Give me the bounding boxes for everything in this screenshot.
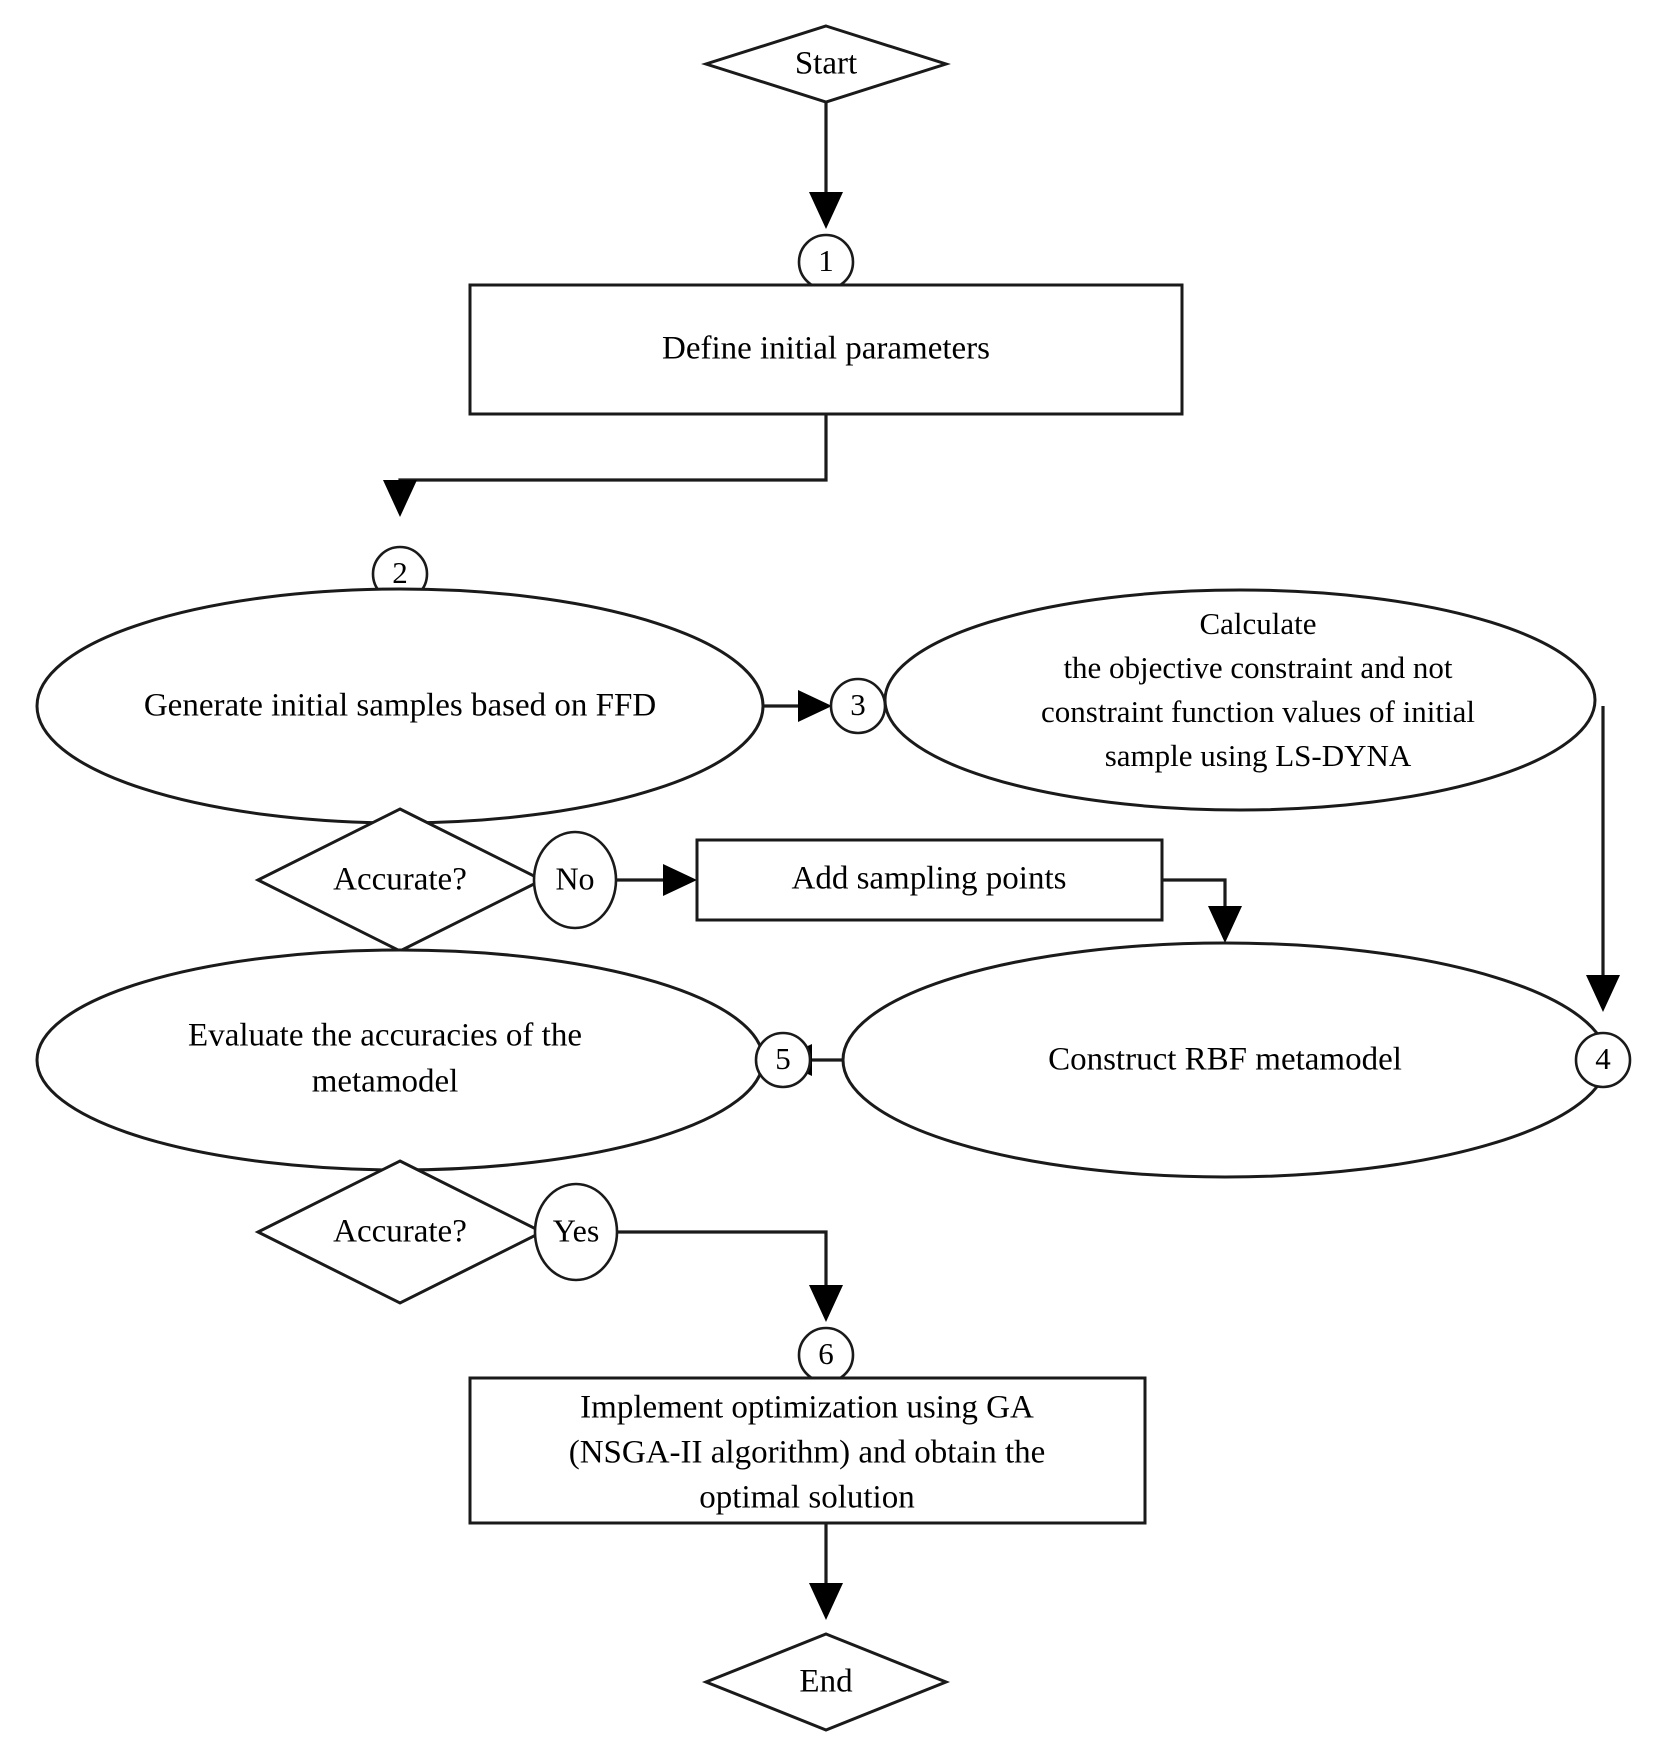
node-define-initial-parameters[interactable]: Define initial parameters xyxy=(468,283,1184,416)
connector-tag-6-label: 6 xyxy=(818,1336,834,1371)
node-evaluate-line-1: Evaluate the accuracies of the xyxy=(188,1018,582,1054)
edge-label-yes: Yes xyxy=(533,1182,619,1282)
node-calculate-line-3: constraint function values of initial xyxy=(1041,694,1475,729)
connector-tag-6: 6 xyxy=(797,1326,855,1384)
connector-tag-5-label: 5 xyxy=(775,1041,791,1076)
node-end-label: End xyxy=(799,1664,853,1700)
connector-define-to-generate xyxy=(383,414,828,517)
node-calculate-line-4: sample using LS-DYNA xyxy=(1105,738,1412,773)
node-start[interactable]: Start xyxy=(701,24,951,104)
node-accurate-decision-1[interactable]: Accurate? xyxy=(254,807,546,953)
node-evaluate-accuracies[interactable]: Evaluate the accuracies of the metamodel xyxy=(35,948,765,1172)
node-add-sampling-points[interactable]: Add sampling points xyxy=(695,838,1164,922)
node-generate-initial-samples[interactable]: Generate initial samples based on FFD xyxy=(35,587,765,825)
node-define-initial-parameters-label: Define initial parameters xyxy=(662,331,990,367)
node-implement-line-1: Implement optimization using GA xyxy=(580,1390,1034,1426)
connector-no-to-addpoints xyxy=(610,864,697,896)
node-calculate-line-1: Calculate xyxy=(1199,606,1316,641)
edge-label-yes-text: Yes xyxy=(553,1212,600,1248)
connector-tag-1: 1 xyxy=(797,233,855,291)
node-construct-rbf-metamodel[interactable]: Construct RBF metamodel xyxy=(841,941,1609,1179)
node-calculate-objective[interactable]: Calculate the objective constraint and n… xyxy=(883,588,1597,812)
connector-tag-4-label: 4 xyxy=(1595,1041,1611,1076)
node-generate-initial-samples-label: Generate initial samples based on FFD xyxy=(144,688,656,724)
edge-label-no-text: No xyxy=(555,860,594,896)
node-implement-line-3: optimal solution xyxy=(699,1480,914,1516)
connector-addpoints-to-construct xyxy=(1162,878,1242,943)
edge-label-no: No xyxy=(532,830,618,930)
node-end[interactable]: End xyxy=(701,1632,951,1732)
node-accurate-decision-2[interactable]: Accurate? xyxy=(254,1159,546,1305)
node-add-sampling-points-label: Add sampling points xyxy=(791,861,1066,897)
connector-tag-2: 2 xyxy=(371,545,429,603)
connector-tag-4: 4 xyxy=(1574,1031,1632,1089)
connector-implement-to-end xyxy=(809,1523,843,1620)
connector-tag-3: 3 xyxy=(829,677,887,735)
node-implement-optimization[interactable]: Implement optimization using GA (NSGA-II… xyxy=(468,1376,1147,1525)
node-calculate-line-2: the objective constraint and not xyxy=(1063,650,1452,685)
connector-start-to-define xyxy=(809,102,843,229)
connector-yes-to-implement xyxy=(617,1230,843,1322)
connector-tag-1-label: 1 xyxy=(818,243,834,278)
node-evaluate-line-2: metamodel xyxy=(312,1064,459,1100)
connector-tag-5: 5 xyxy=(754,1031,812,1089)
node-accurate-decision-2-label: Accurate? xyxy=(333,1214,467,1250)
connector-tag-2-label: 2 xyxy=(392,555,408,590)
node-construct-rbf-metamodel-label: Construct RBF metamodel xyxy=(1048,1042,1402,1078)
node-start-label: Start xyxy=(795,46,857,82)
connector-tag-3-label: 3 xyxy=(850,687,866,722)
node-implement-line-2: (NSGA-II algorithm) and obtain the xyxy=(569,1435,1046,1471)
connector-calculate-to-tag4 xyxy=(1586,706,1620,1012)
node-accurate-decision-1-label: Accurate? xyxy=(333,862,467,898)
